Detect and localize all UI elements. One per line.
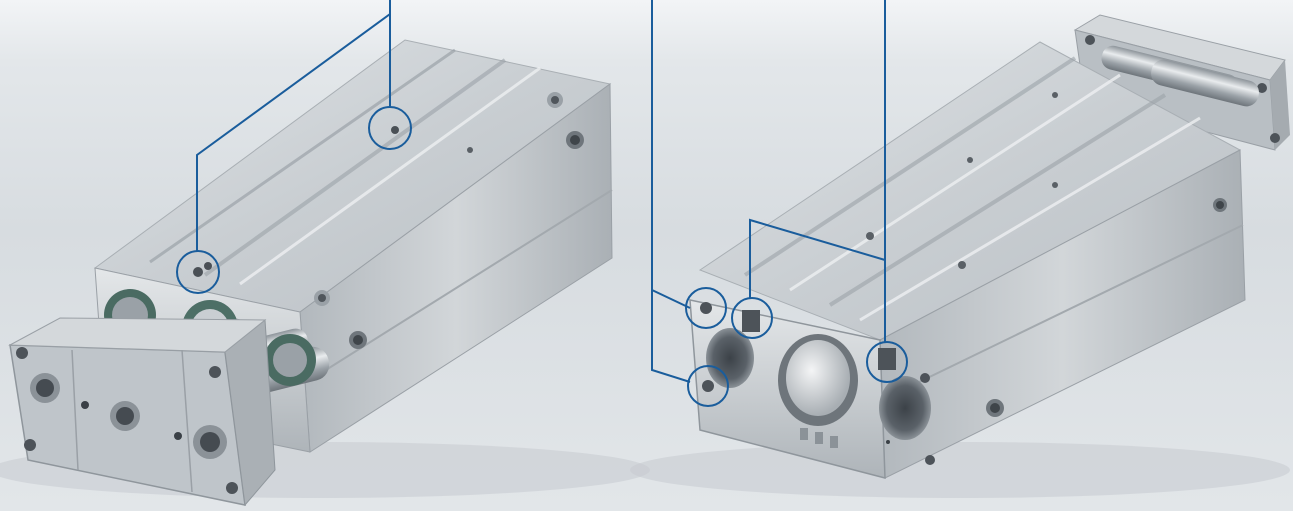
left-guided-cylinder-icon — [8, 0, 613, 507]
callout-line-holes — [651, 0, 691, 309]
right-shadow — [630, 442, 1290, 498]
right-bore-right — [879, 376, 931, 440]
callout-line-left — [196, 0, 391, 251]
callout-circle-hole-bottom — [687, 365, 729, 407]
right-bore-left — [706, 328, 754, 388]
callout-circle-slot-right — [866, 341, 908, 383]
callout-circle-hole-top — [685, 287, 727, 329]
right-guided-cylinder-icon — [651, 0, 1290, 479]
right-piston — [786, 340, 850, 416]
callout-circle-slot-left — [731, 297, 773, 339]
